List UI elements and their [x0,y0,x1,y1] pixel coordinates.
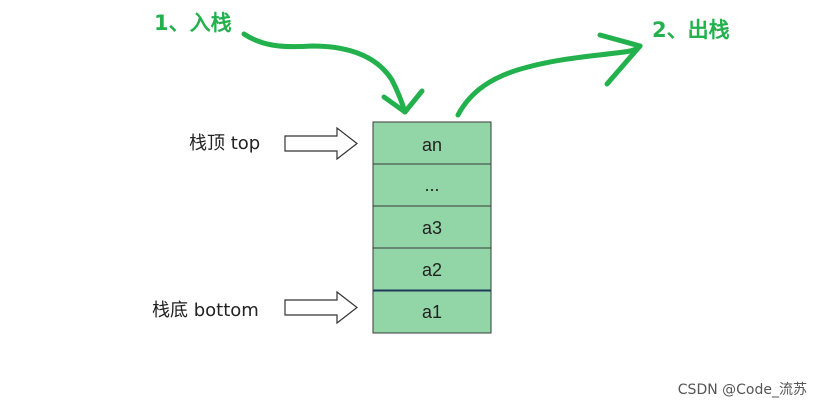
stack-cell-label: a3 [422,218,442,238]
pop-arrow [455,32,643,118]
pop-label: 2、出栈 [652,18,730,42]
bottom-pointer-arrow [284,290,358,325]
stack-cell [372,205,492,249]
stack-bottom-label: 栈底 bottom [152,300,259,321]
push-arrow [241,31,425,115]
watermark: CSDN @Code_流苏 [678,382,807,398]
stack-cell [372,121,492,165]
stack-cell [372,247,492,291]
stack-cell-label: a2 [422,260,442,280]
stack-cell [372,163,492,207]
stack-cell-label: a1 [422,302,442,322]
stack-cell [372,289,492,334]
stack-top-label: 栈顶 top [189,133,260,154]
top-pointer-arrow [284,126,358,161]
stack-cell-label: ... [424,175,439,195]
stack-cells: an ... a3 a2 a1 [372,121,492,334]
push-label: 1、入栈 [154,11,232,35]
stack-cell-label: an [422,135,442,155]
